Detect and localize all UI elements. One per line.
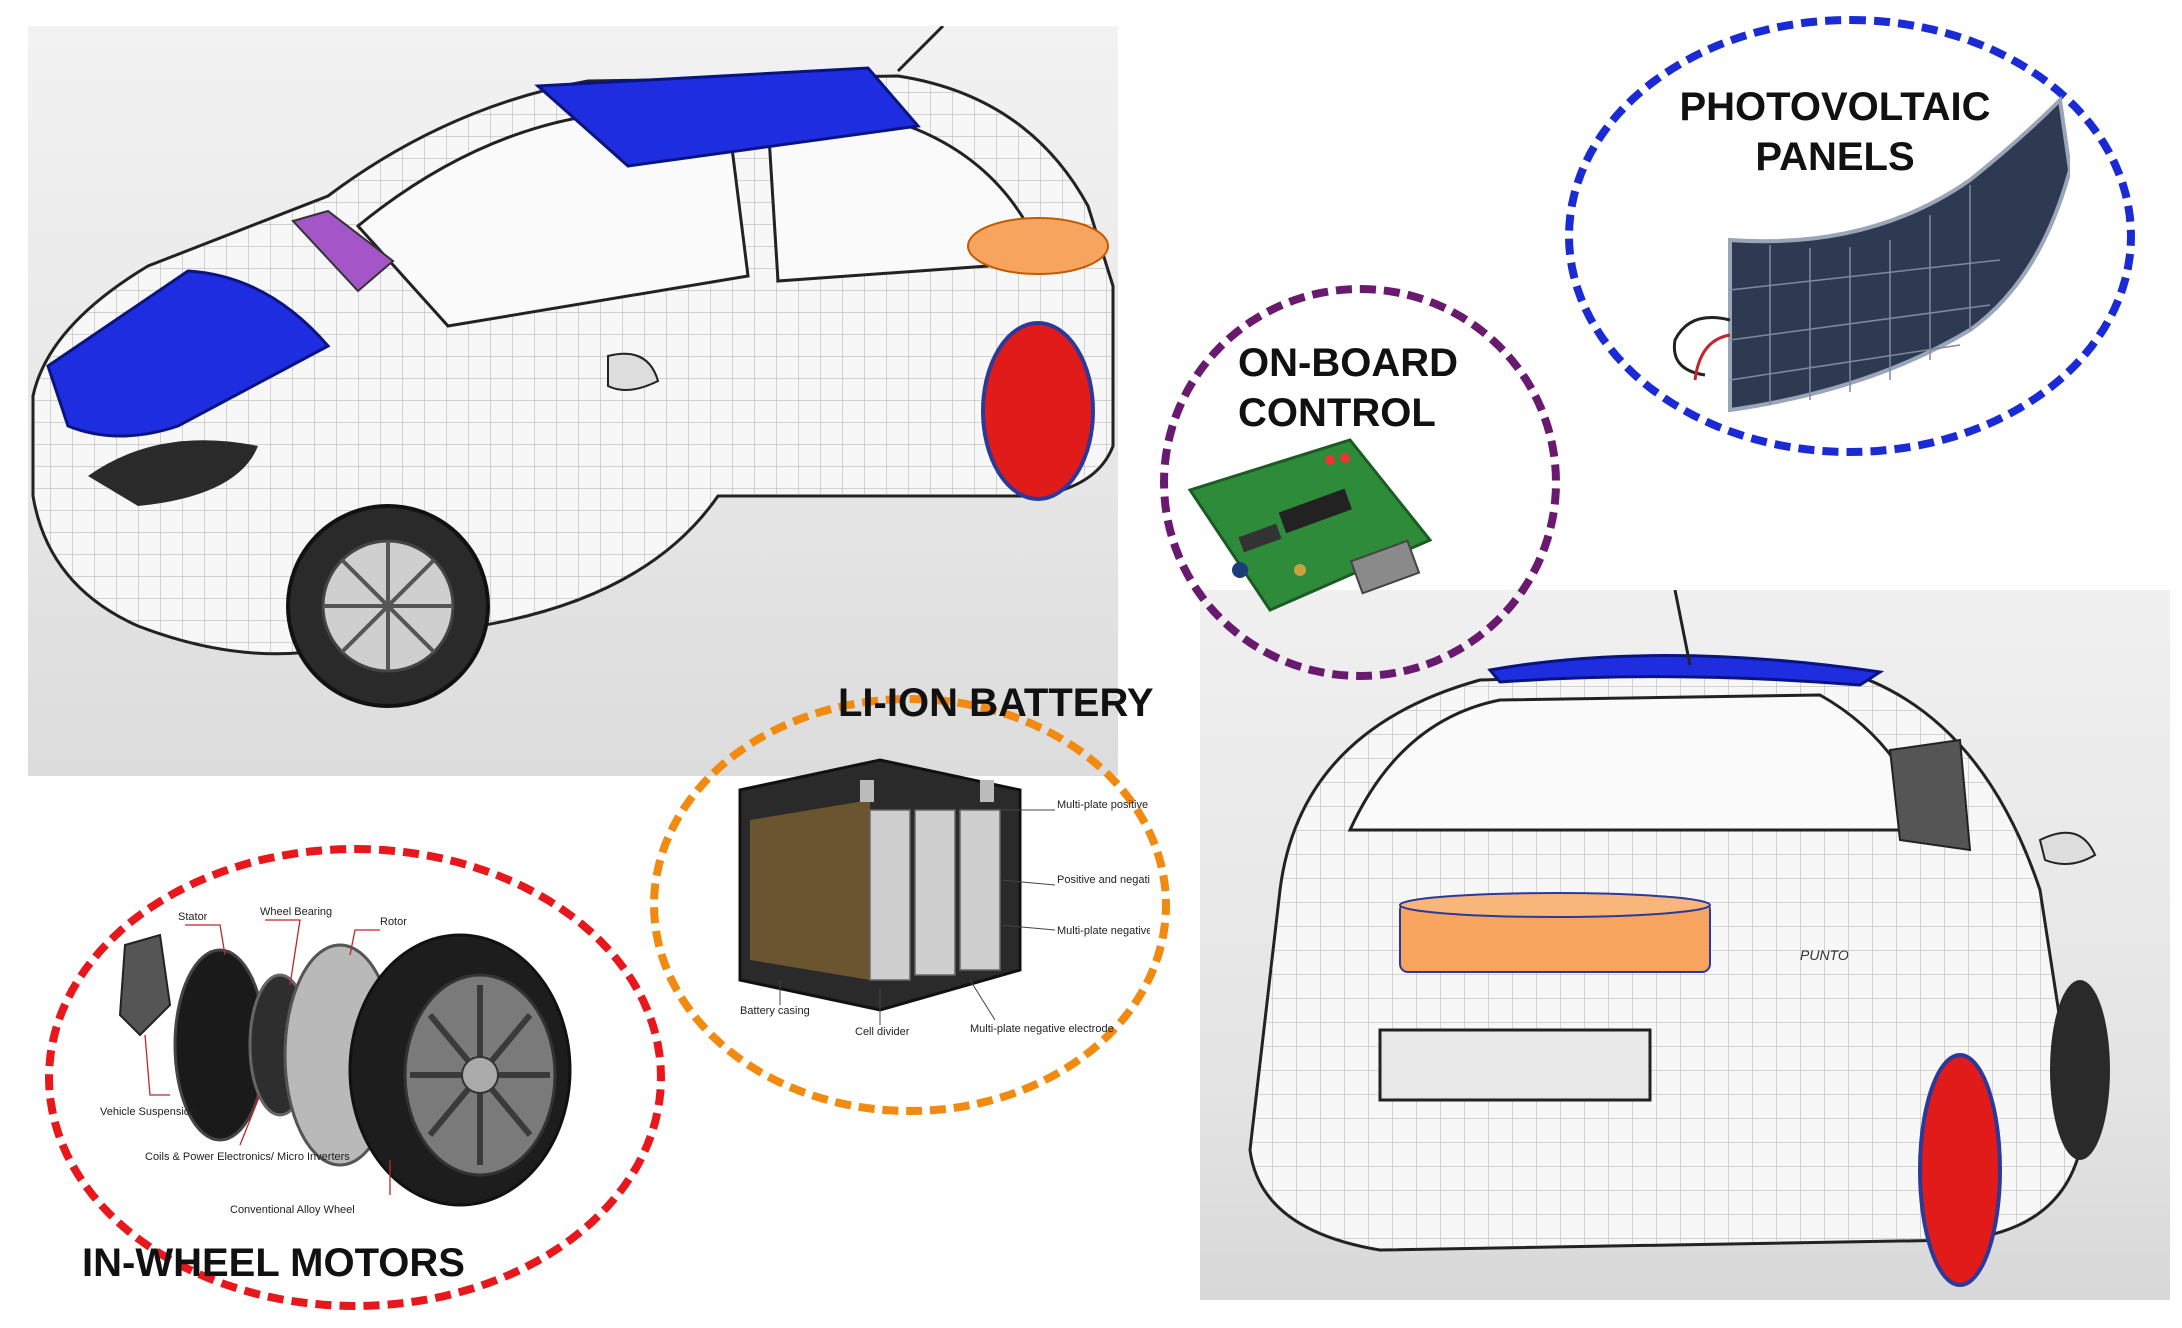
motor-callout-rotor: Rotor (380, 916, 407, 928)
motor-callout-wheel: Conventional Alloy Wheel (230, 1204, 355, 1216)
in-wheel-motors-ring (45, 845, 665, 1310)
hood-pv-panel (46, 269, 331, 438)
circuit-board-icon (1187, 438, 1433, 612)
battery-callout-1: Multi-plate positive electrode (1057, 799, 1150, 811)
motor-callout-suspension: Vehicle Suspension (100, 1106, 196, 1118)
motor-callout-stator: Stator (178, 911, 208, 923)
roof-pv-panel (534, 66, 921, 168)
front-view-rear-wheel (981, 321, 1095, 501)
in-wheel-motors-label: IN-WHEEL MOTORS (82, 1241, 465, 1285)
battery-callout-6: Multi-plate negative electrode (970, 1023, 1114, 1035)
wheel-motor-exploded-icon: Stator Wheel Bearing Rotor Vehicle Suspe… (100, 906, 572, 1216)
li-ion-battery-ring (650, 695, 1170, 1115)
car-front-view-panel (28, 24, 1118, 776)
front-battery-pack (967, 217, 1109, 275)
car-rear-view-icon: PUNTO (1248, 589, 2110, 1287)
solar-panel-icon (1672, 95, 2070, 413)
battery-callout-4: Battery casing (740, 1005, 810, 1017)
battery-callout-2: Positive and negative electrodes of adja… (1057, 874, 1150, 886)
onboard-control-label-line1: ON-BOARD (1238, 341, 1458, 385)
battery-cutaway-icon: Multi-plate positive electrode Positive … (738, 758, 1150, 1038)
rear-roof-pv-panel (1487, 654, 1885, 687)
motor-callout-bearing: Wheel Bearing (260, 906, 332, 918)
battery-callout-5: Cell divider (855, 1026, 910, 1038)
li-ion-battery-label: LI-ION BATTERY (838, 681, 1154, 725)
photovoltaic-ring (1565, 16, 2135, 456)
onboard-control-label: ON-BOARD CONTROL (1238, 338, 1458, 438)
onboard-control-ring (1160, 285, 1560, 680)
rear-badge-text: PUNTO (1800, 947, 1849, 963)
battery-callout-3: Multi-plate negative electrode (1057, 925, 1150, 937)
car-rear-view-panel: PUNTO (1200, 589, 2170, 1300)
car-front-view-icon (31, 24, 1115, 708)
rear-view-wheel (1918, 1053, 2002, 1287)
onboard-control-label-line2: CONTROL (1238, 391, 1436, 435)
motor-callout-coils: Coils & Power Electronics/ Micro Inverte… (145, 1151, 350, 1163)
photovoltaic-label: PHOTOVOLTAIC PANELS (1679, 85, 1991, 179)
windshield-panel (291, 209, 395, 293)
